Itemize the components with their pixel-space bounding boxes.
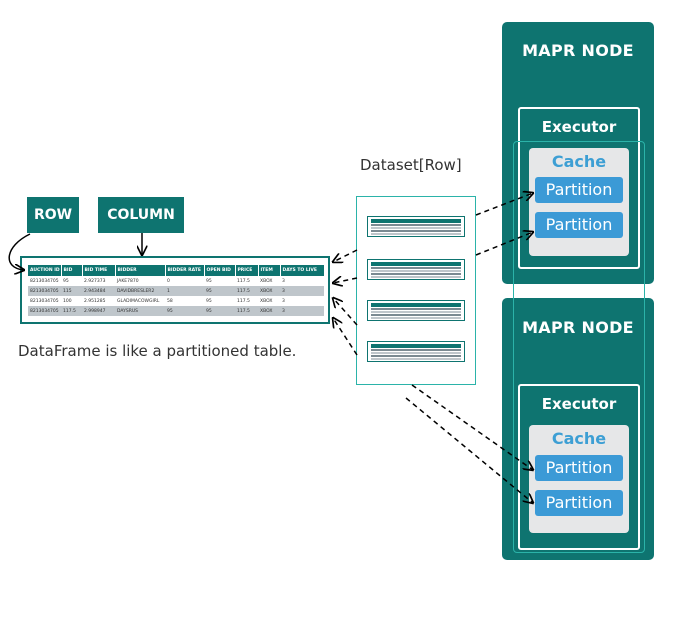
table-cell: 117.5 <box>237 278 250 284</box>
partition-2b: Partition <box>535 490 623 516</box>
dataset-to-df-arrow-1 <box>333 249 358 262</box>
dataset-box <box>356 196 476 385</box>
table-cell: 2.943484 <box>82 286 115 296</box>
table-cell: 2.998947 <box>82 306 115 316</box>
table-cell: 117.5 <box>61 306 82 316</box>
table-row: 8213034705 117.5 2.998947 DAYSRUS 95 95 … <box>28 306 324 316</box>
executor-1: Executor Cache Partition Partition <box>518 107 640 269</box>
table-cell: 58 <box>167 298 173 304</box>
cache-1: Cache Partition Partition <box>529 148 629 256</box>
executor-title: Executor <box>541 395 617 413</box>
dataset-partition-4 <box>367 341 465 362</box>
partition-2a: Partition <box>535 455 623 481</box>
table-cell: 2.951285 <box>84 298 106 304</box>
column-header: BID TIME <box>82 265 116 276</box>
table-cell: XBOX <box>258 306 280 316</box>
table-cell: 115 <box>61 286 82 296</box>
table-cell: 95 <box>63 278 69 284</box>
table-cell: 3 <box>282 278 285 284</box>
executor-2: Executor Cache Partition Partition <box>518 384 640 550</box>
table-row: 8213034705 115 2.943484 DAVIDBRESLER2 1 … <box>28 286 324 296</box>
table-cell: DAYSRUS <box>115 306 165 316</box>
executor-title: Executor <box>541 118 617 136</box>
cache-title: Cache <box>551 152 607 171</box>
column-header: AUCTION ID <box>28 265 62 276</box>
table-cell: 8213034705 <box>30 298 59 304</box>
table-cell: 100 <box>63 298 72 304</box>
table-header-row: AUCTION ID BID BID TIME BIDDER BIDDER RA… <box>28 265 325 276</box>
dataframe-table: AUCTION ID BID BID TIME BIDDER BIDDER RA… <box>28 265 325 316</box>
table-cell: JAKE7870 <box>117 278 139 284</box>
table-cell: 1 <box>165 286 204 296</box>
cache-title: Cache <box>551 429 607 448</box>
table-cell: DAVIDBRESLER2 <box>115 286 165 296</box>
table-cell: 95 <box>165 306 204 316</box>
column-header: BID <box>61 265 83 276</box>
table-cell: 95 <box>206 298 212 304</box>
column-label: COLUMN <box>98 197 184 233</box>
table-cell: 3 <box>280 286 324 296</box>
partition-1a: Partition <box>535 177 623 203</box>
table-cell: 8213034705 <box>28 286 61 296</box>
table-cell: 117.5 <box>235 286 258 296</box>
dataset-to-df-arrow-3 <box>333 298 358 326</box>
table-cell: GLADIMACOWGIRL <box>117 298 160 304</box>
table-cell: 0 <box>167 278 170 284</box>
table-cell: 8213034705 <box>28 306 61 316</box>
column-header: DAYS TO LIVE <box>280 265 325 276</box>
table-cell: XBOX <box>260 278 273 284</box>
table-cell: 2.927373 <box>84 278 106 284</box>
table-cell: 117.5 <box>235 306 258 316</box>
column-header: PRICE <box>235 265 259 276</box>
dataset-to-df-arrow-2 <box>333 278 358 283</box>
rdd-outline <box>513 141 645 553</box>
table-cell: 95 <box>204 286 235 296</box>
table-row: 8213034705 95 2.927373 JAKE7870 0 95 117… <box>28 276 324 286</box>
column-header: ITEM <box>258 265 281 276</box>
mapr-node-2: MAPR NODE Executor Cache Partition Parti… <box>502 298 654 560</box>
table-row: 8213034705 100 2.951285 GLADIMACOWGIRL 5… <box>28 296 324 306</box>
cache-2: Cache Partition Partition <box>529 425 629 533</box>
dataset-to-df-arrow-4 <box>333 318 358 356</box>
partition-1b: Partition <box>535 212 623 238</box>
table-cell: XBOX <box>260 298 273 304</box>
dataframe-table-frame: AUCTION ID BID BID TIME BIDDER BIDDER RA… <box>20 256 330 324</box>
mapr-node-title: MAPR NODE <box>522 318 634 337</box>
row-label: ROW <box>27 197 79 233</box>
column-header: OPEN BID <box>204 265 236 276</box>
table-cell: 95 <box>204 306 235 316</box>
table-cell: 8213034705 <box>30 278 59 284</box>
column-header: BIDDER RATE <box>165 265 205 276</box>
column-header: BIDDER <box>115 265 166 276</box>
dataframe-caption: DataFrame is like a partitioned table. <box>18 342 297 360</box>
dataset-partition-2 <box>367 259 465 280</box>
table-cell: 3 <box>282 298 285 304</box>
mapr-node-title: MAPR NODE <box>522 41 634 60</box>
table-cell: XBOX <box>258 286 280 296</box>
table-cell: 117.5 <box>237 298 250 304</box>
dataset-title: Dataset[Row] <box>360 156 462 174</box>
dataset-partition-1 <box>367 216 465 237</box>
table-cell: 3 <box>280 306 324 316</box>
table-cell: 95 <box>206 278 212 284</box>
dataset-partition-3 <box>367 300 465 321</box>
